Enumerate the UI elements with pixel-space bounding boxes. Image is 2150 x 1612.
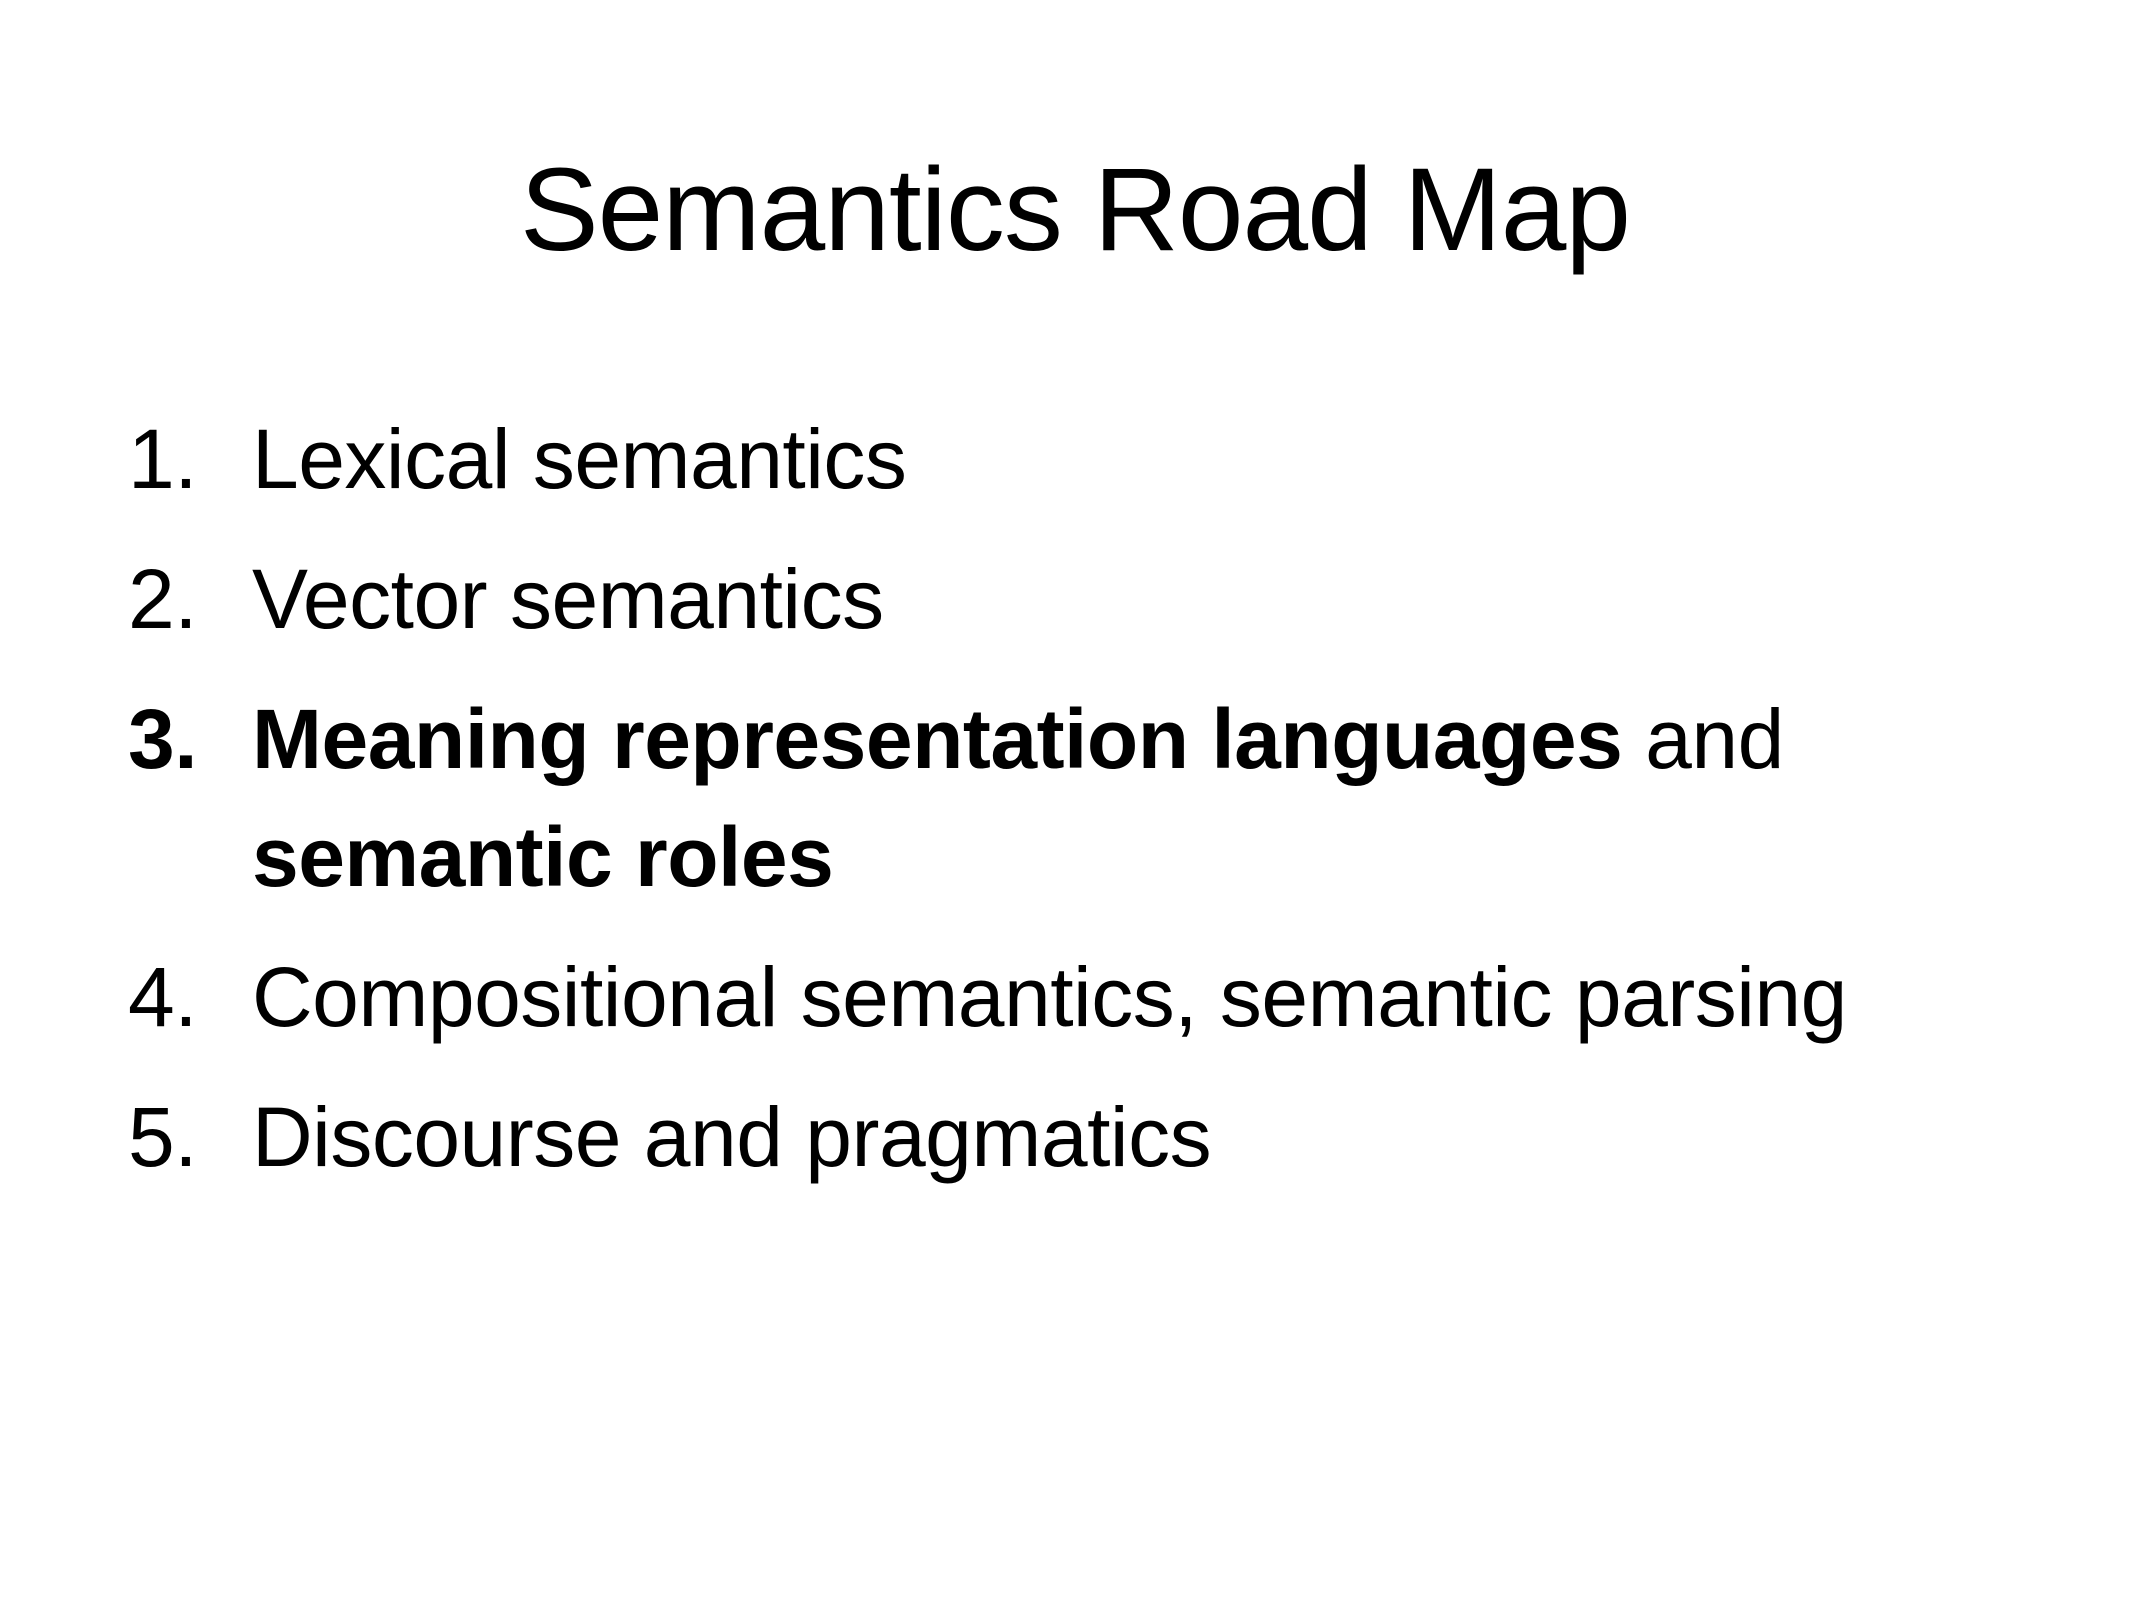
emphasis-text: semantic roles (252, 810, 834, 904)
list-item-number: 4. (128, 950, 198, 1044)
emphasis-text: Meaning representation languages (252, 692, 1623, 786)
list-item-lexical-semantics: 1. Lexical semantics (128, 400, 2028, 518)
list-item-text: Compositional semantics, semantic parsin… (252, 950, 1847, 1044)
connector-text: and (1622, 692, 1784, 786)
list-item-number: 2. (128, 552, 198, 646)
list-item-text: Vector semantics (252, 552, 884, 646)
list-item-number: 5. (128, 1090, 198, 1184)
list-item-compositional-semantics: 4. Compositional semantics, semantic par… (128, 938, 2028, 1056)
list-item-text: Meaning representation languages and sem… (252, 692, 1784, 904)
road-map-list: 1. Lexical semantics 2. Vector semantics… (128, 400, 2028, 1218)
list-item-text: Discourse and pragmatics (252, 1090, 1212, 1184)
list-item-number: 1. (128, 412, 198, 506)
list-item-meaning-representation: 3. Meaning representation languages and … (128, 680, 2028, 916)
list-item-vector-semantics: 2. Vector semantics (128, 540, 2028, 658)
slide-title: Semantics Road Map (519, 144, 1631, 276)
list-item-number: 3. (128, 692, 198, 786)
list-item-text: Lexical semantics (252, 412, 907, 506)
list-item-discourse-pragmatics: 5. Discourse and pragmatics (128, 1078, 2028, 1196)
